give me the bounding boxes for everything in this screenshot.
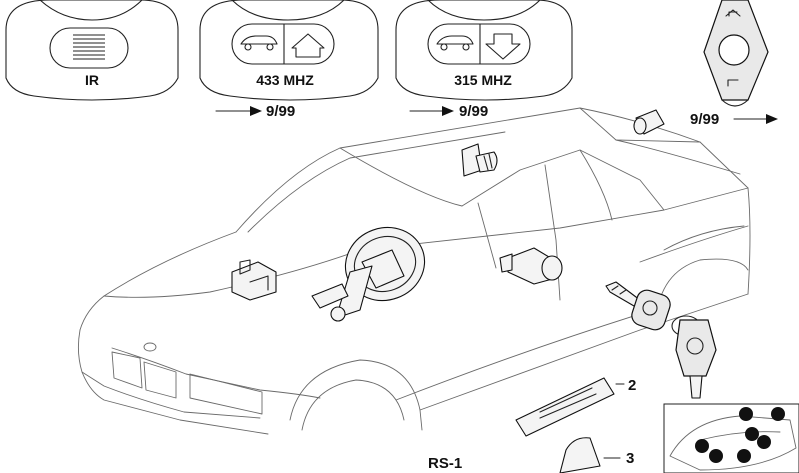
fob-315-label: 315 MHZ [454, 72, 512, 88]
car-unlock-arrow-icon [427, 23, 531, 65]
car-outline [77, 107, 751, 435]
date-callout-2: 9/99 [409, 103, 488, 120]
fob-433-label: 433 MHZ [256, 72, 314, 88]
date-label-2: 9/99 [459, 103, 488, 120]
hood-module [231, 259, 277, 301]
location-marker [757, 435, 771, 449]
fob-433: 433 MHZ [199, 0, 379, 101]
date-label-1: 9/99 [266, 103, 295, 120]
arrow-right-icon [733, 114, 778, 124]
fob-ir-label: IR [85, 72, 99, 88]
diagram-code: RS-1 [428, 455, 462, 472]
arrow-right-icon [409, 106, 454, 116]
item-label-3: 3 [626, 450, 634, 467]
roof-lock-cylinder [461, 143, 498, 177]
ir-window-icon [49, 27, 129, 69]
car-unlock-house-icon [231, 23, 335, 65]
location-marker [771, 407, 785, 421]
part-2: 2 [515, 377, 636, 437]
item-label-2: 2 [628, 377, 636, 394]
fob-ir: IR [5, 0, 179, 101]
ignition-lock [499, 247, 563, 285]
trunk-lock-cylinder [633, 109, 665, 135]
arrow-right-icon [215, 106, 262, 116]
date-label-3: 9/99 [690, 111, 719, 128]
date-callout-1: 9/99 [215, 103, 295, 120]
part-3: 3 [559, 437, 634, 473]
keys [605, 281, 717, 399]
steering-wheel [311, 226, 426, 322]
key-fob-icon [703, 0, 769, 107]
fob-315: 315 MHZ [395, 0, 573, 101]
location-marker [737, 449, 751, 463]
location-marker [709, 449, 723, 463]
location-marker [745, 427, 759, 441]
location-marker [739, 407, 753, 421]
location-inset [663, 403, 799, 473]
location-marker [695, 439, 709, 453]
date-callout-3: 9/99 [690, 111, 778, 128]
